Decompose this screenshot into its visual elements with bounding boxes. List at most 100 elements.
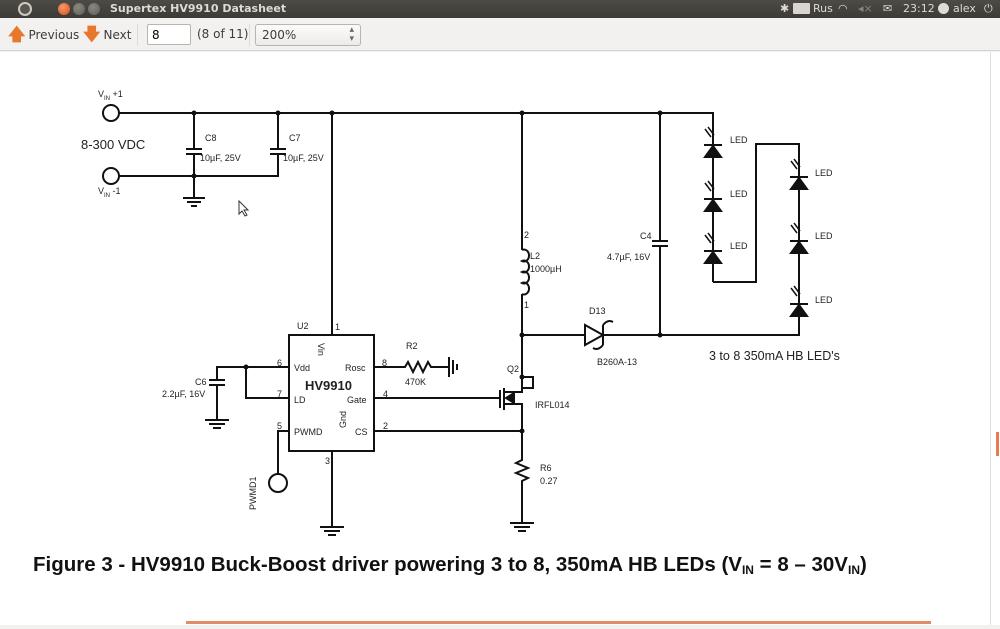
q2-value: IRFL014: [535, 400, 570, 410]
page-number-input[interactable]: [147, 24, 191, 45]
c6-value: 2.2µF, 16V: [162, 389, 206, 399]
led-icon: [789, 285, 809, 317]
pin-ld-label: LD: [294, 395, 306, 405]
c8-ref: C8: [205, 133, 217, 143]
r2-value: 470K: [405, 377, 427, 387]
r2-ref: R2: [406, 341, 418, 351]
c6-ref: C6: [195, 377, 207, 387]
volume-muted-icon[interactable]: ◂×: [858, 2, 873, 15]
supply-range-label: 8-300 VDC: [81, 137, 146, 152]
document-toolbar: 🡅 Previous 🡇 Next (8 of 11) 200% ▴▾: [0, 18, 1000, 51]
u2-ref: U2: [297, 321, 309, 331]
wifi-icon[interactable]: ◠: [838, 2, 848, 15]
led-icon: [789, 158, 809, 190]
figure-caption: Figure 3 - HV9910 Buck-Boost driver powe…: [33, 553, 867, 577]
led-label: LED: [815, 168, 833, 178]
pin-num-pwmd: 5: [277, 421, 283, 431]
mail-icon[interactable]: ✉: [883, 2, 893, 15]
arrow-up-icon: 🡅: [8, 24, 26, 45]
c7-value: 10µF, 25V: [283, 153, 324, 163]
circuit-schematic: [102, 104, 809, 536]
l2-inductor: [519, 248, 530, 296]
r6-resistor: [513, 431, 531, 523]
vertical-scroll-thumb[interactable]: [996, 432, 999, 456]
led-label: LED: [815, 231, 833, 241]
ground-icon: [510, 522, 534, 532]
d13-ref: D13: [589, 306, 606, 316]
wire-led-top: [660, 112, 714, 135]
previous-page-button[interactable]: 🡅 Previous: [8, 25, 79, 45]
vin-plus-label: VIN +1: [98, 89, 123, 102]
wire-led-bridge: [713, 143, 800, 283]
maximize-window-button[interactable]: [88, 3, 100, 15]
l2-pin-bottom: 1: [524, 300, 530, 310]
l2-ref: L2: [530, 251, 541, 261]
pin-pwmd-label: PWMD: [294, 427, 323, 437]
zoom-value: 200%: [262, 28, 297, 42]
clock[interactable]: 23:12: [903, 2, 935, 15]
pwmd1-label: PWMD1: [248, 476, 258, 511]
keyboard-layout[interactable]: Rus: [813, 2, 833, 15]
led-label: LED: [730, 241, 748, 251]
pin-num-rosc: 8: [382, 358, 388, 368]
r2-resistor: [374, 359, 449, 375]
pin-gate-label: Gate: [347, 395, 367, 405]
pin-num-gate: 4: [383, 389, 389, 399]
ground-icon: [320, 526, 344, 536]
c4-ref: C4: [640, 231, 652, 241]
q2-mosfet: [499, 376, 534, 431]
ground-icon: [205, 419, 229, 429]
q2-ref: Q2: [507, 364, 520, 374]
pin-gnd-label: Gnd: [338, 410, 348, 428]
close-window-button[interactable]: [58, 3, 70, 15]
arrow-down-icon: 🡇: [83, 24, 101, 45]
led-label: LED: [815, 295, 833, 305]
power-icon[interactable]: ⏻: [984, 2, 993, 15]
toolbar-separator: [137, 24, 138, 46]
horizontal-scroll-indicator[interactable]: [186, 621, 931, 624]
l2-pin-top: 2: [524, 230, 530, 240]
user-status-icon[interactable]: [938, 3, 949, 14]
next-page-button[interactable]: 🡇 Next: [83, 25, 131, 45]
zoom-select[interactable]: 200% ▴▾: [255, 24, 361, 46]
toolbar-separator: [249, 24, 250, 46]
vin-minus-label: VIN -1: [98, 186, 121, 199]
ground-icon: [183, 197, 205, 207]
minimize-window-button[interactable]: [73, 3, 85, 15]
previous-label: Previous: [28, 28, 80, 42]
document-page: VIN +1 VIN -1 8-300 VDC C8 10µF, 25V C7 …: [0, 52, 990, 625]
led-label: LED: [730, 189, 748, 199]
pin-num-cs: 2: [383, 421, 389, 431]
led-icon: [703, 232, 723, 264]
c4-value: 4.7µF, 16V: [607, 252, 651, 262]
pin-num-gnd: 3: [325, 456, 331, 466]
pwmd-terminal: [268, 473, 288, 493]
r6-ref: R6: [540, 463, 552, 473]
top-panel: Supertex HV9910 Datasheet ✱ Rus ◠ ◂× ✉ 2…: [0, 0, 1000, 18]
wire-pwmd: [277, 430, 289, 474]
led-icon: [703, 180, 723, 212]
led-icon: [789, 222, 809, 254]
pin-num-vin: 1: [335, 322, 341, 332]
vertical-scrollbar[interactable]: [990, 52, 1000, 625]
user-name[interactable]: alex: [953, 2, 976, 15]
pin-num-ld: 7: [277, 389, 283, 399]
c7-ref: C7: [289, 133, 301, 143]
ubuntu-logo-icon[interactable]: [18, 2, 32, 16]
led-label: LED: [730, 135, 748, 145]
wire-vdd: [216, 366, 289, 380]
wire-ld: [245, 367, 289, 399]
pin-num-vdd: 6: [277, 358, 283, 368]
led-icon: [703, 126, 723, 158]
d13-diode: [584, 323, 606, 347]
pin-cs-label: CS: [355, 427, 368, 437]
mouse-cursor-icon: [238, 200, 250, 217]
keyboard-icon[interactable]: [793, 3, 810, 14]
next-label: Next: [103, 28, 132, 42]
window-title: Supertex HV9910 Datasheet: [110, 2, 287, 15]
d13-value: B260A-13: [597, 357, 638, 367]
l2-value: 1000µH: [530, 264, 562, 274]
wire-output-rail: [603, 310, 800, 336]
bluetooth-icon[interactable]: ✱: [780, 2, 790, 15]
r6-value: 0.27: [540, 476, 558, 486]
